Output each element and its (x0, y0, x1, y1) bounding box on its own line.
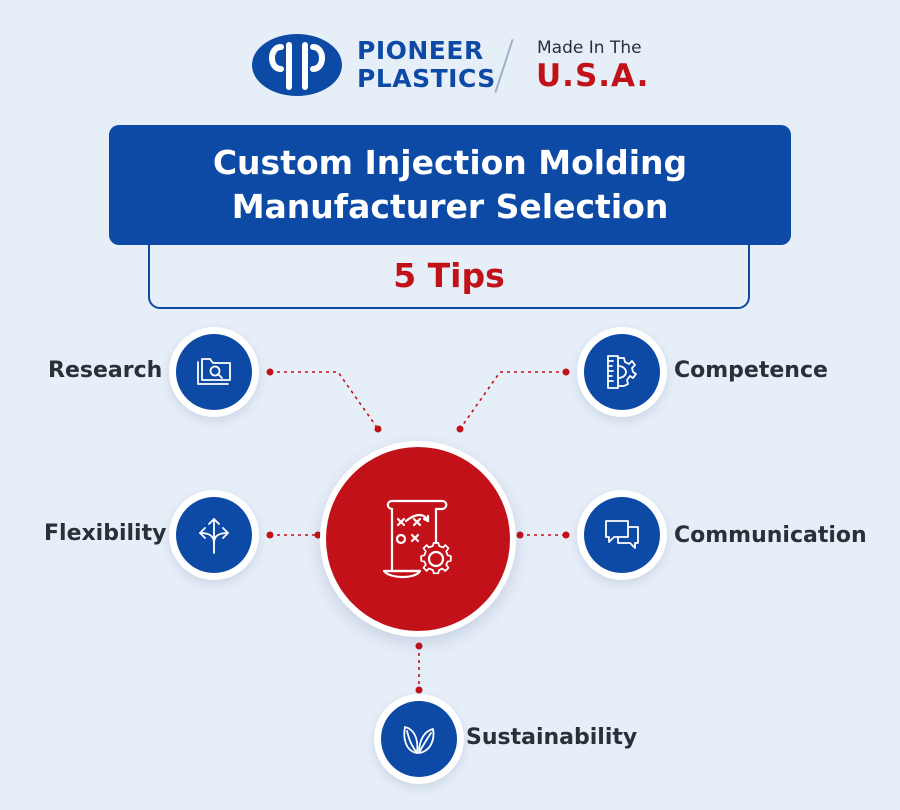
leaves-icon (403, 726, 435, 754)
chat-bubbles-icon (605, 520, 639, 549)
tip-label-flexibility: Flexibility (44, 521, 167, 546)
tip-label-research: Research (48, 358, 163, 383)
tip-node-communication (584, 497, 660, 573)
pioneer-logo-icon (252, 34, 342, 96)
tip-node-research (176, 334, 252, 410)
dot-competence-end (456, 425, 464, 433)
dot-communication-start (516, 531, 524, 539)
brand-name-line2: PLASTICS (357, 64, 496, 93)
title-line1: Custom Injection Molding (212, 143, 688, 182)
dot-sustainability-end (415, 686, 423, 694)
dot-sustainability-start (415, 642, 423, 650)
center-node (326, 447, 510, 631)
brand-name-line1: PIONEER (357, 36, 484, 65)
dot-flexibility-end (314, 531, 322, 539)
folder-search-icon (197, 358, 231, 385)
dot-flexibility-start (266, 531, 274, 539)
dot-competence-start (562, 368, 570, 376)
made-in-text: Made In The (537, 38, 642, 58)
dot-research-start (266, 368, 274, 376)
tip-node-sustainability (381, 701, 457, 777)
tips-subtitle-box: 5 Tips (148, 243, 750, 309)
tip-label-communication: Communication (674, 523, 867, 548)
tips-subtitle: 5 Tips (393, 255, 505, 295)
title-line2: Manufacturer Selection (231, 187, 669, 226)
tip-label-sustainability: Sustainability (466, 725, 638, 750)
tip-node-competence (584, 334, 660, 410)
tip-node-flexibility (176, 497, 252, 573)
title-banner: Custom Injection Molding Manufacturer Se… (109, 125, 791, 245)
dot-communication-end (562, 531, 570, 539)
strategy-scroll-gear-icon (382, 499, 452, 579)
tip-label-competence: Competence (674, 358, 828, 383)
split-arrows-icon (199, 518, 229, 554)
dot-research-end (374, 425, 382, 433)
connector-research (270, 371, 379, 430)
usa-text: U.S.A. (536, 58, 650, 94)
ruler-gear-icon (607, 355, 637, 389)
connector-competence (459, 371, 566, 430)
